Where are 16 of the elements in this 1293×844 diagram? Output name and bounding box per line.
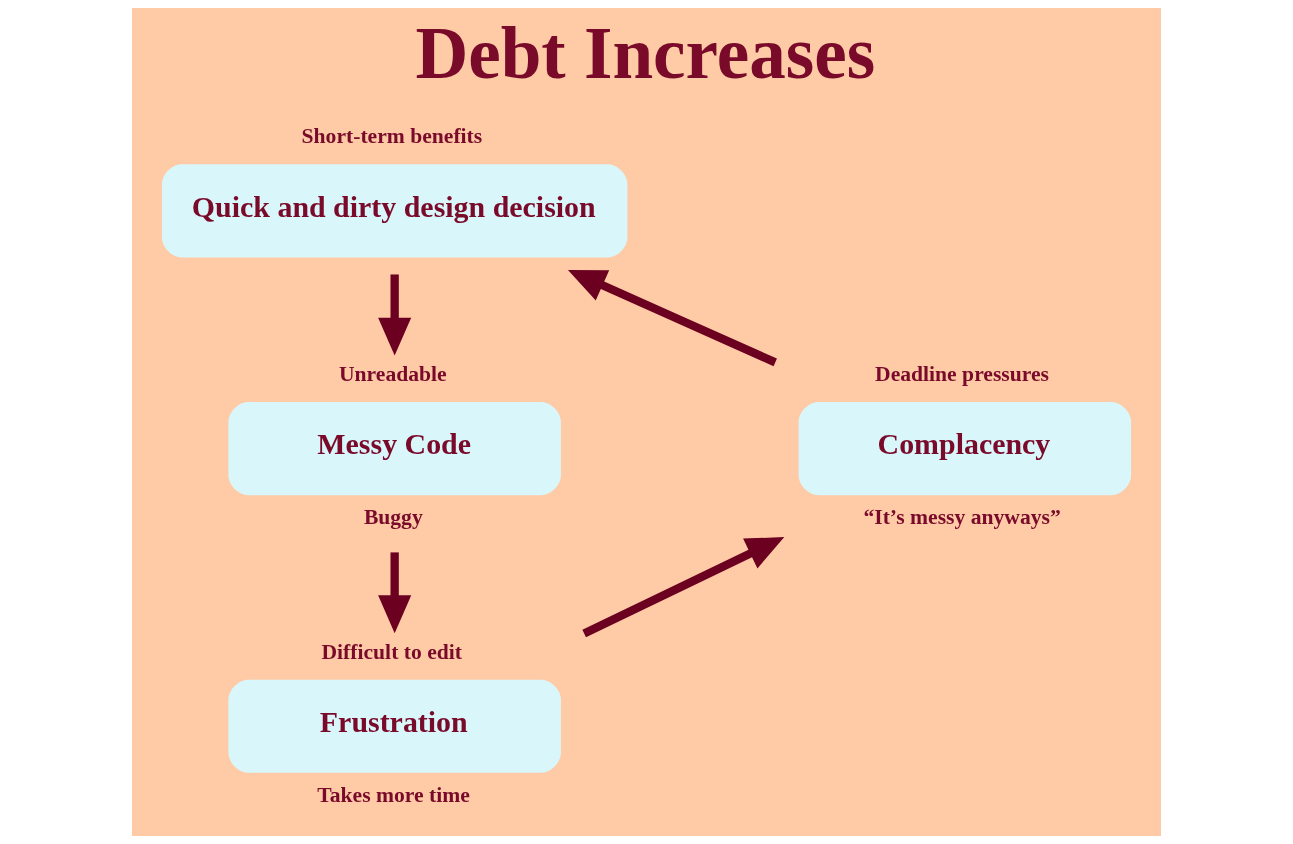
node-box: Frustration: [228, 679, 561, 773]
node-box: Complacency: [798, 402, 1132, 496]
node-label: Deadline pressures: [875, 362, 1049, 387]
node-box: Quick and dirty design decision: [161, 164, 628, 258]
node-label: Difficult to edit: [321, 639, 462, 664]
diagram-title: Debt Increases: [415, 13, 876, 95]
node-label: Buggy: [363, 505, 423, 530]
arrow: [567, 269, 777, 367]
node-label: Unreadable: [338, 362, 447, 387]
arrow: [378, 274, 412, 356]
node-label: “It’s messy anyways”: [863, 505, 1061, 530]
arrow: [582, 537, 785, 638]
node-box: Messy Code: [228, 402, 561, 496]
arrow: [378, 552, 412, 634]
node-label: Short-term benefits: [301, 124, 483, 149]
node-label: Takes more time: [317, 782, 470, 807]
